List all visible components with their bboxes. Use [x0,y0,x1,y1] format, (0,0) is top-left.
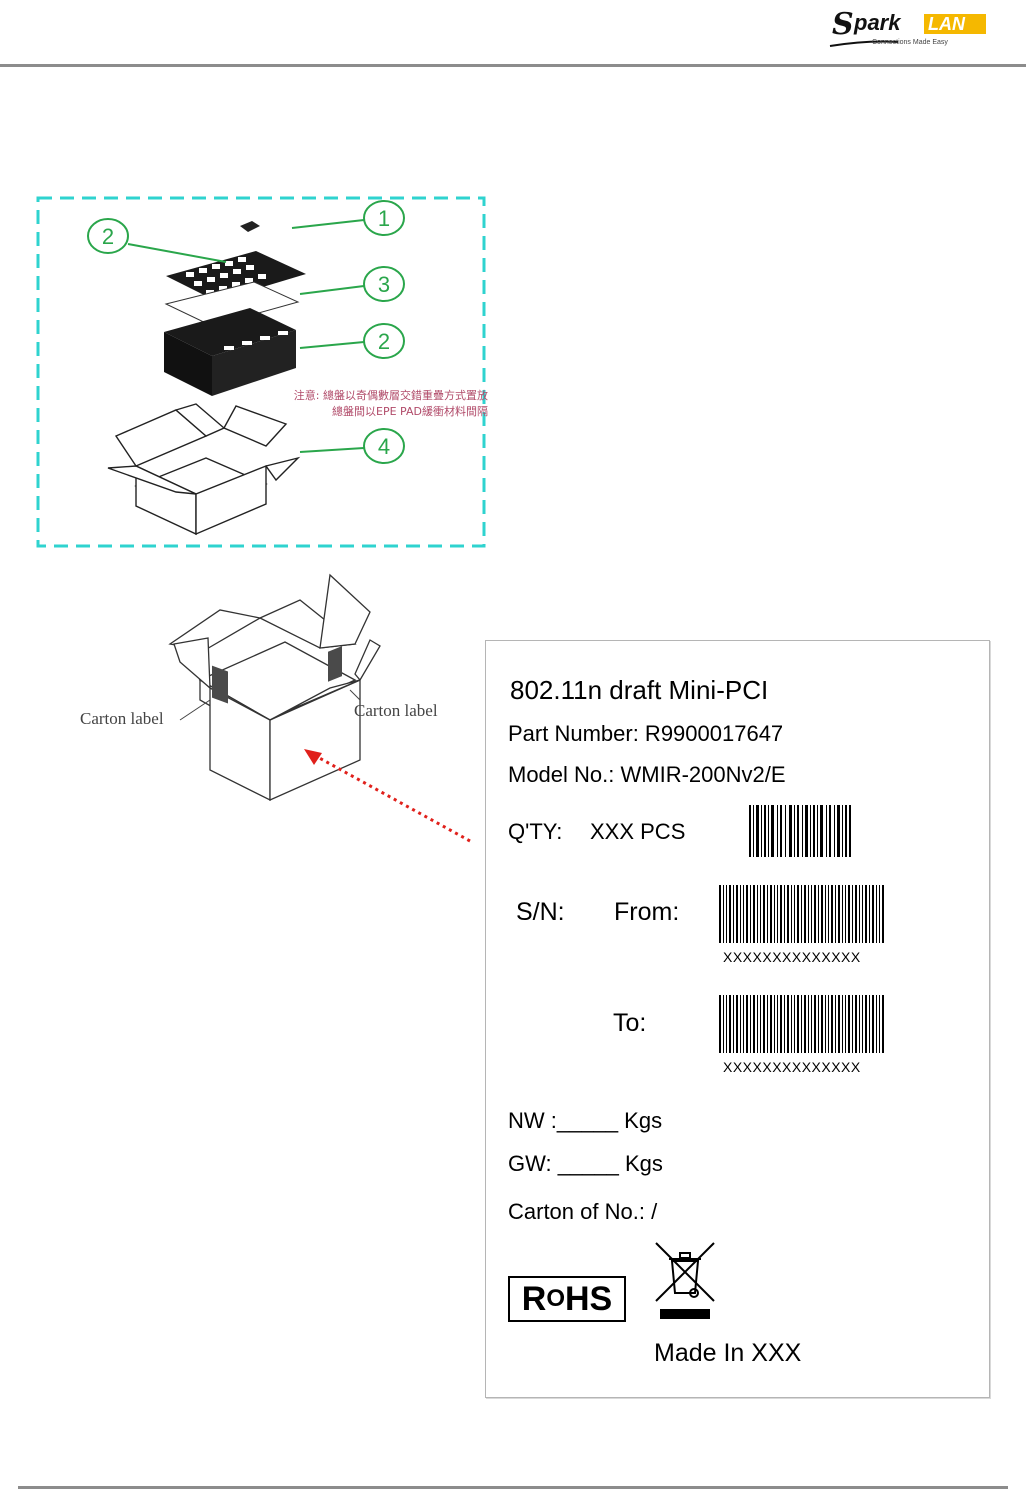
model-number: Model No.: WMIR-200Nv2/E [508,762,786,787]
carton-label-left: Carton label [80,709,164,728]
from-barcode-caption: XXXXXXXXXXXXXX [723,949,861,965]
logo-tagline: Connections Made Easy [872,39,948,46]
to-barcode-caption: XXXXXXXXXXXXXX [723,1059,861,1075]
qty-barcode [749,805,851,857]
sparklan-logo: S park LAN Connections Made Easy [829,7,986,47]
serial-label: S/N: [516,898,565,926]
callout-label: 2 [378,329,390,354]
header-rule [0,64,1026,67]
svg-text:LAN: LAN [928,14,966,34]
svg-text:park: park [853,10,902,35]
packing-note-line: 總盤間以EPE PAD緩衝材料間隔 [332,405,488,418]
rohs-mark: ROHS [508,1276,626,1322]
carton-label-right: Carton label [354,701,438,720]
gross-weight: GW: _____ Kgs [508,1151,663,1176]
callout-markers [87,200,405,464]
module-item [240,221,260,232]
product-title: 802.11n draft Mini-PCI [510,675,769,705]
footer-rule [18,1486,1008,1489]
carton-number: Carton of No.: / [508,1199,658,1224]
qty-label: Q'TY: [508,819,563,844]
carton-label-card: 802.11n draft Mini-PCI Part Number: R990… [485,640,990,1398]
to-label: To: [613,1009,647,1037]
svg-text:S: S [832,7,854,42]
callout-label: 1 [378,206,390,231]
tray-stack [164,308,296,396]
made-in: Made In XXX [654,1339,802,1367]
from-barcode [719,885,884,943]
carton-drawing [168,573,381,802]
tray-top [166,251,306,301]
callout-label: 4 [378,434,390,459]
packing-diagram: 2 1 3 2 4 [36,196,486,548]
weee-bin-icon [655,1242,715,1319]
pointer-arrow [304,749,471,843]
packing-note: 注意: 總盤以奇偶數層交錯重疊方式置放 總盤間以EPE PAD緩衝材料間隔 [248,388,488,420]
to-barcode [719,995,884,1053]
part-number: Part Number: R9900017647 [508,721,784,746]
qty-value: XXX PCS [590,819,686,844]
callout-label: 2 [102,224,114,249]
from-label: From: [614,898,680,926]
packing-note-line: 注意: 總盤以奇偶數層交錯重疊方式置放 [293,389,488,402]
shipping-box [107,403,301,536]
callout-label: 3 [378,272,390,297]
net-weight: NW :_____ Kgs [508,1108,663,1133]
